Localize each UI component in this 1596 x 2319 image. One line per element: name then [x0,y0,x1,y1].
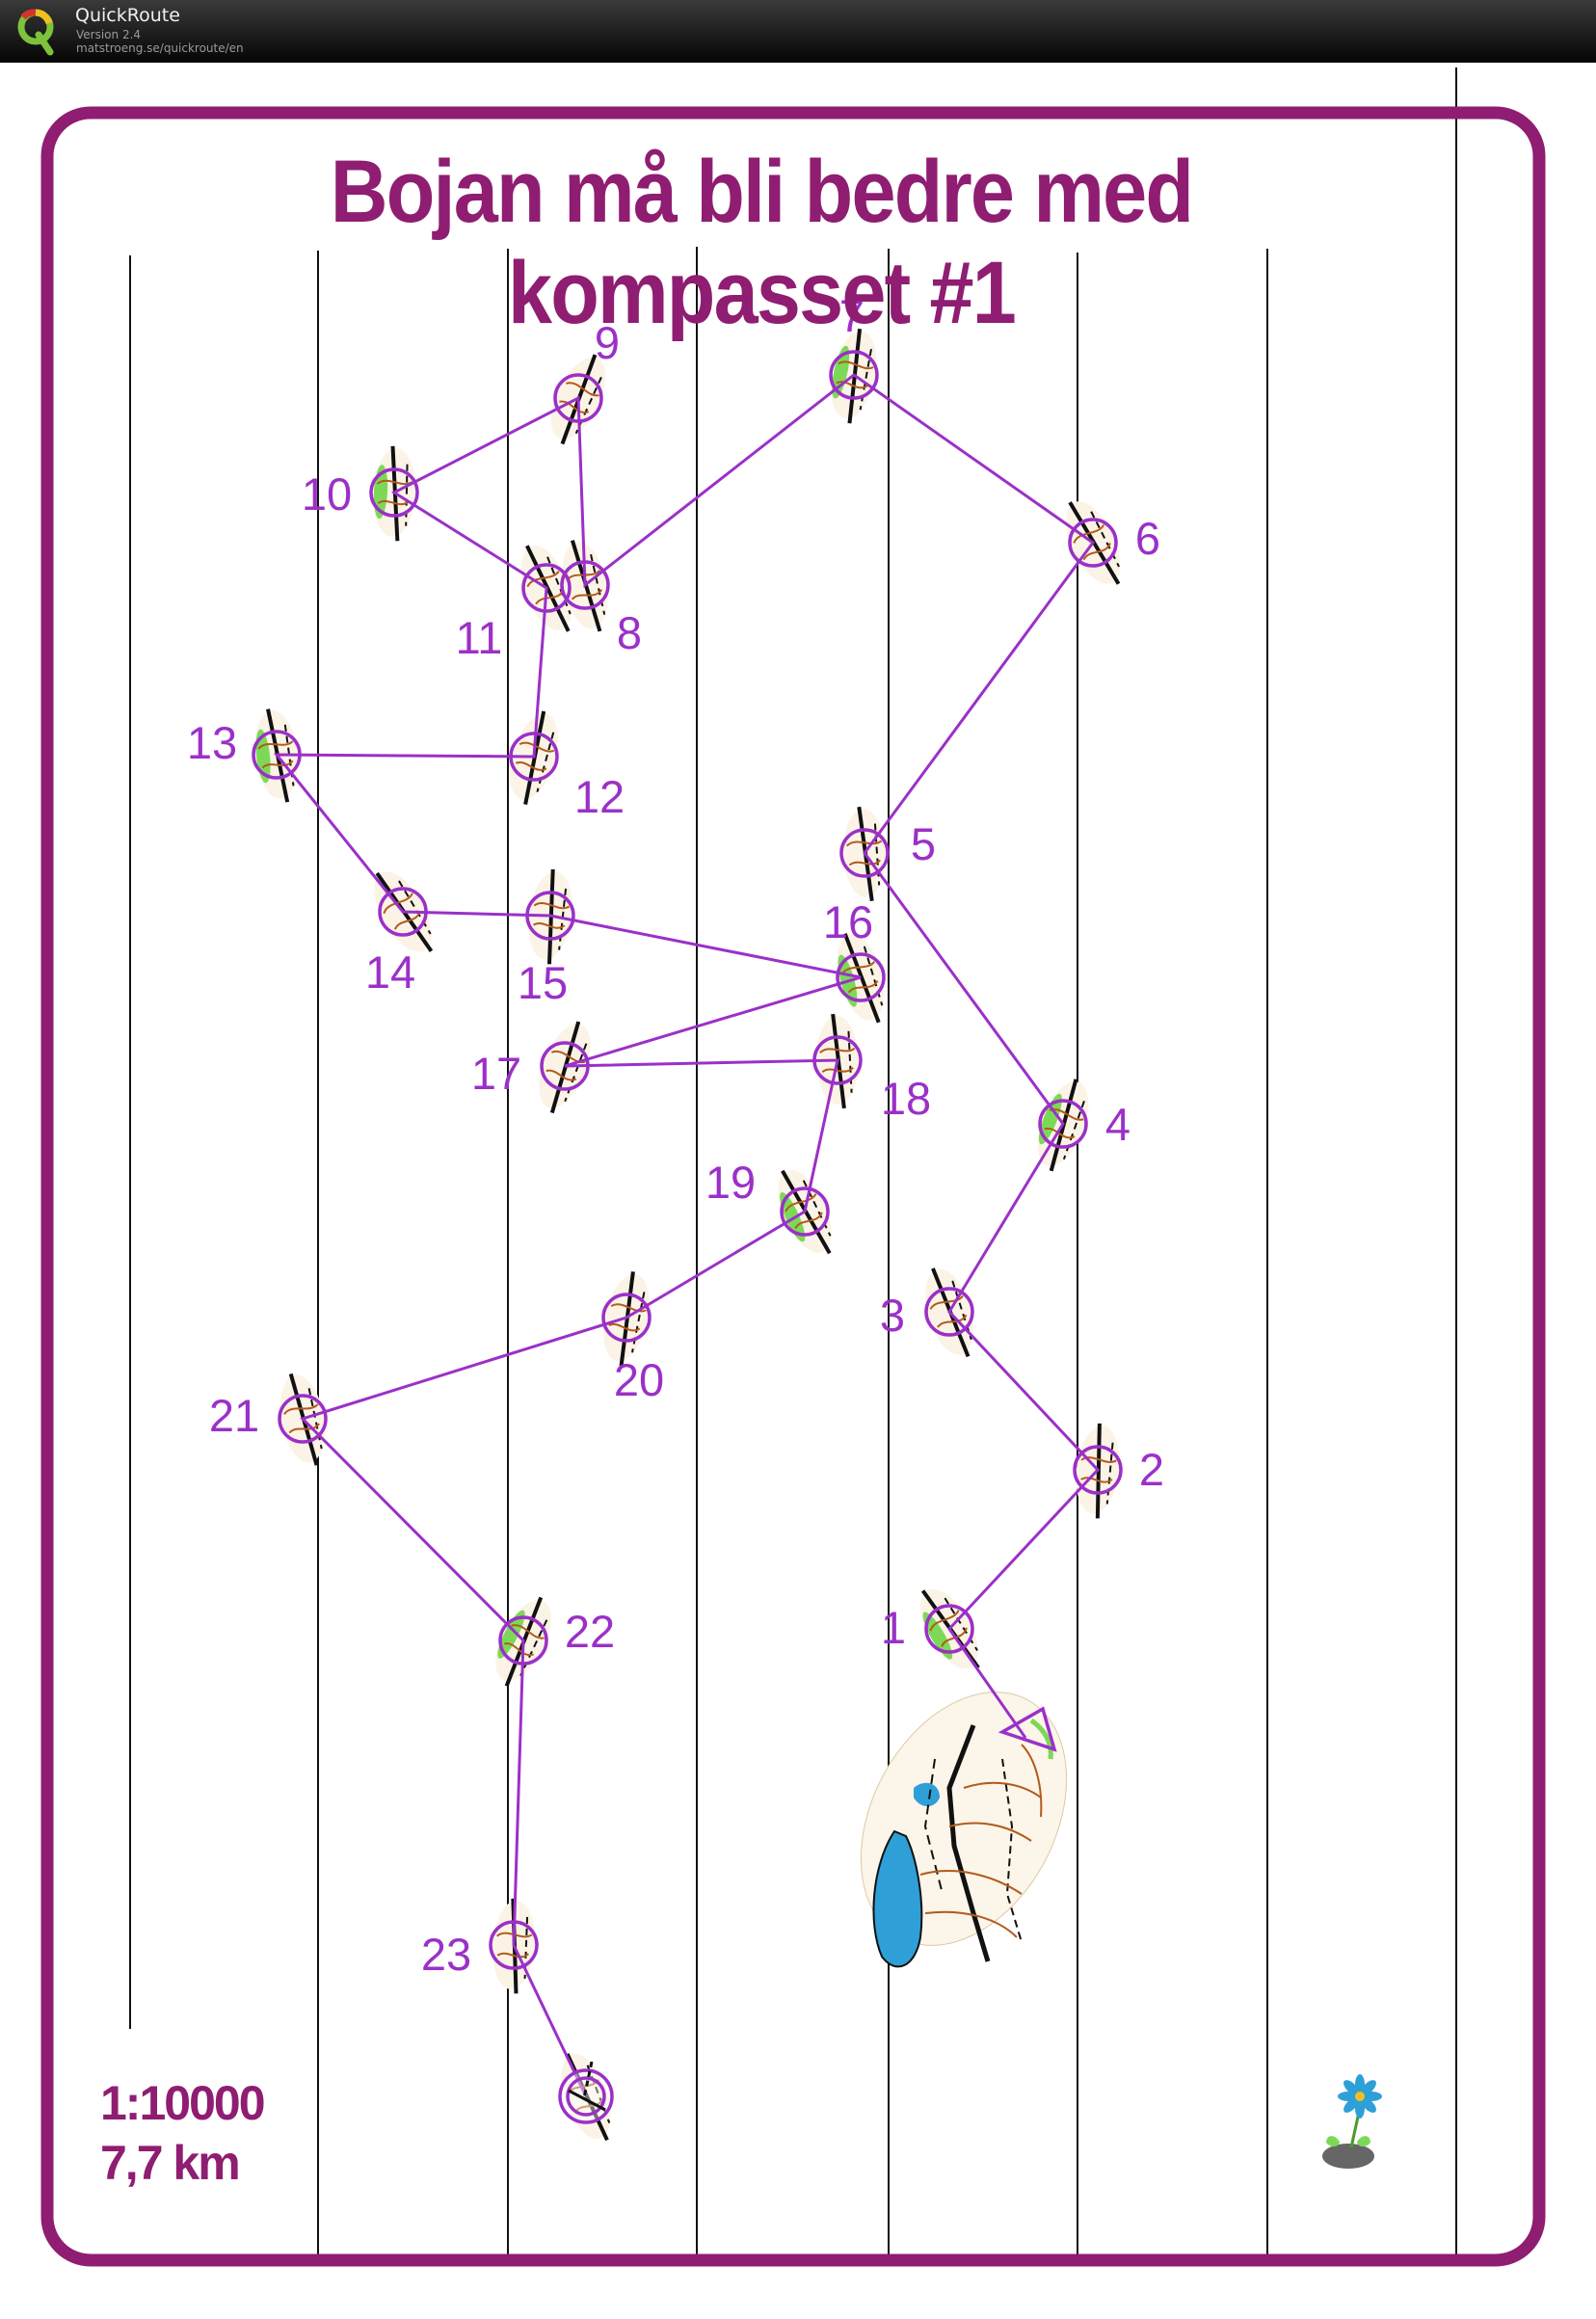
app-version: Version 2.4 [76,28,142,41]
map-scale: 1:10000 [100,2076,265,2130]
control-4: 4 [1038,1099,1130,1150]
control-circle [540,1041,590,1091]
control-number: 11 [456,612,503,663]
control-10: 10 [302,467,419,520]
control-circle [369,467,419,518]
control-number: 13 [187,717,237,768]
course-distance: 7,7 km [100,2136,241,2190]
control-12: 12 [509,732,625,822]
control-number: 19 [705,1157,756,1208]
control-22: 22 [498,1606,615,1666]
control-6: 6 [1068,513,1160,568]
control-number: 16 [823,896,873,947]
control-number: 12 [574,771,625,822]
start-triangle [998,1706,1057,1752]
north-lines [129,67,1457,2255]
control-circle [780,1186,830,1237]
control-5: 5 [839,818,936,878]
control-20: 20 [601,1293,664,1405]
control-circle [836,952,886,1002]
control-circle [924,1287,974,1337]
control-7: 7 [829,290,879,400]
control-11: 11 [456,563,572,663]
control-circle [1038,1099,1088,1149]
control-circle [829,350,879,400]
map-title: Bojan må bli bedre med kompasset #1 [330,143,1194,342]
control-8: 8 [560,560,642,658]
control-number: 5 [911,818,936,869]
control-number: 1 [881,1602,906,1653]
app-name: QuickRoute [75,5,180,26]
control-circle [1073,1445,1123,1495]
control-23: 23 [421,1920,539,1980]
control-number: 2 [1139,1444,1164,1495]
control-number: 4 [1105,1099,1130,1150]
control-number: 8 [617,607,642,658]
control-circle [521,563,572,613]
quickroute-logo-icon [17,9,54,56]
control-number: 22 [565,1606,615,1657]
control-number: 9 [595,317,620,368]
control-circle [489,1920,539,1970]
control-circle [601,1293,652,1343]
control-21: 21 [209,1390,328,1444]
control-9: 9 [553,317,620,423]
control-2: 2 [1073,1444,1164,1495]
control-circle [278,1394,328,1444]
control-16: 16 [823,896,886,1002]
control-14: 14 [365,887,428,998]
control-13: 13 [187,717,302,780]
control-18: 18 [812,1035,931,1124]
finish-circle [558,2061,614,2124]
app-title-bar: QuickRoute Version 2.4 matstroeng.se/qui… [0,0,1596,63]
control-number: 21 [209,1390,259,1441]
control-number: 20 [614,1354,664,1405]
start-area-map [860,1692,1068,1968]
control-19: 19 [705,1157,830,1237]
control-circle [560,560,610,610]
control-number: 6 [1135,513,1160,564]
control-circle [812,1035,863,1085]
flower-logo-icon [1322,2074,1382,2169]
control-circle [1068,518,1118,568]
control-3: 3 [880,1287,974,1341]
control-17: 17 [471,1041,590,1099]
control-circle [553,373,603,423]
control-number: 3 [880,1290,905,1341]
control-circle [378,887,428,937]
control-number: 14 [365,946,415,998]
control-number: 10 [302,468,352,520]
control-number: 18 [881,1073,931,1124]
map-frame [40,106,1546,2267]
control-circle [924,1604,974,1654]
control-number: 23 [421,1929,471,1980]
app-url: matstroeng.se/quickroute/en [76,41,244,55]
control-circle [498,1615,548,1666]
control-circle [525,891,575,941]
control-number: 17 [471,1048,521,1099]
control-circle [509,732,559,782]
control-circle [252,730,302,780]
control-number: 15 [518,957,568,1008]
control-number: 7 [839,290,864,341]
control-circle [839,828,890,878]
control-15: 15 [518,891,575,1008]
course-line [273,373,1101,2097]
control-1: 1 [881,1602,974,1654]
